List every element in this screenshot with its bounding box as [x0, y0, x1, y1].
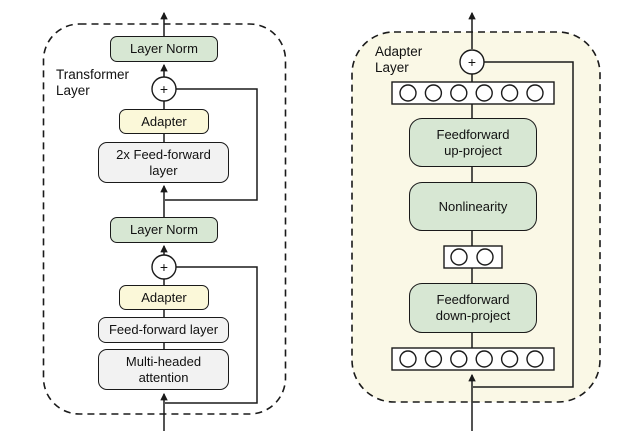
feedforward-layer-box: Feed-forward layer — [98, 317, 229, 343]
add-circle-left-bottom — [151, 254, 177, 280]
transformer-layer-label: Transformer Layer — [56, 67, 129, 99]
feedforward-down-project-label-line2: down-project — [435, 308, 511, 323]
plus-glyph-left-top: + — [160, 81, 168, 97]
nonlinearity-box: Nonlinearity — [409, 182, 537, 231]
residual-line-right — [473, 61, 574, 388]
layer-norm-bottom-box: Layer Norm — [110, 217, 218, 243]
feedforward-down-project-label-line1: Feedforward — [436, 292, 510, 308]
add-circle-right — [459, 49, 485, 75]
feedforward-down-project-box: Feedforward down-project — [409, 283, 537, 333]
transformer-layer-label-line2: Layer — [56, 83, 90, 98]
adapter-top-box: Adapter — [119, 109, 209, 134]
feedforward-up-project-label-line1: Feedforward — [436, 126, 510, 142]
layer-norm-top-label: Layer Norm — [130, 41, 198, 57]
adapter-top-label: Adapter — [141, 113, 187, 129]
residual-line-left-bottom — [165, 266, 258, 404]
feedforward-2x-label-line1: 2x Feed-forward — [116, 146, 211, 162]
nonlinearity-label: Nonlinearity — [438, 198, 508, 214]
token-row-top — [391, 81, 555, 105]
layer-norm-top-box: Layer Norm — [110, 36, 218, 62]
multi-headed-attention-box: Multi-headed attention — [98, 349, 229, 390]
multi-headed-attention-label-line2: attention — [138, 369, 189, 385]
add-circle-left-top — [151, 76, 177, 102]
adapter-bottom-label: Adapter — [141, 289, 187, 305]
feedforward-layer-label: Feed-forward layer — [108, 322, 219, 338]
layer-norm-bottom-label: Layer Norm — [130, 222, 198, 238]
adapter-bottom-box: Adapter — [119, 285, 209, 310]
plus-glyph-right: + — [468, 54, 476, 70]
feedforward-2x-label-line2: layer — [149, 162, 178, 178]
feedforward-up-project-box: Feedforward up-project — [409, 118, 537, 167]
adapter-layer-label: Adapter Layer — [375, 44, 422, 76]
multi-headed-attention-label-line1: Multi-headed — [125, 353, 202, 369]
token-row-bottom — [391, 347, 555, 371]
bottleneck-token-row — [443, 245, 503, 269]
plus-glyph-left-bottom: + — [160, 259, 168, 275]
adapter-layer-label-line2: Layer — [375, 60, 409, 75]
adapter-layer-label-line1: Adapter — [375, 44, 423, 59]
transformer-layer-label-line1: Transformer — [56, 67, 130, 82]
feedforward-2x-box: 2x Feed-forward layer — [98, 142, 229, 183]
residual-line-left-top — [165, 88, 258, 201]
feedforward-up-project-label-line2: up-project — [444, 142, 502, 158]
add-circles: + + + — [151, 49, 485, 280]
